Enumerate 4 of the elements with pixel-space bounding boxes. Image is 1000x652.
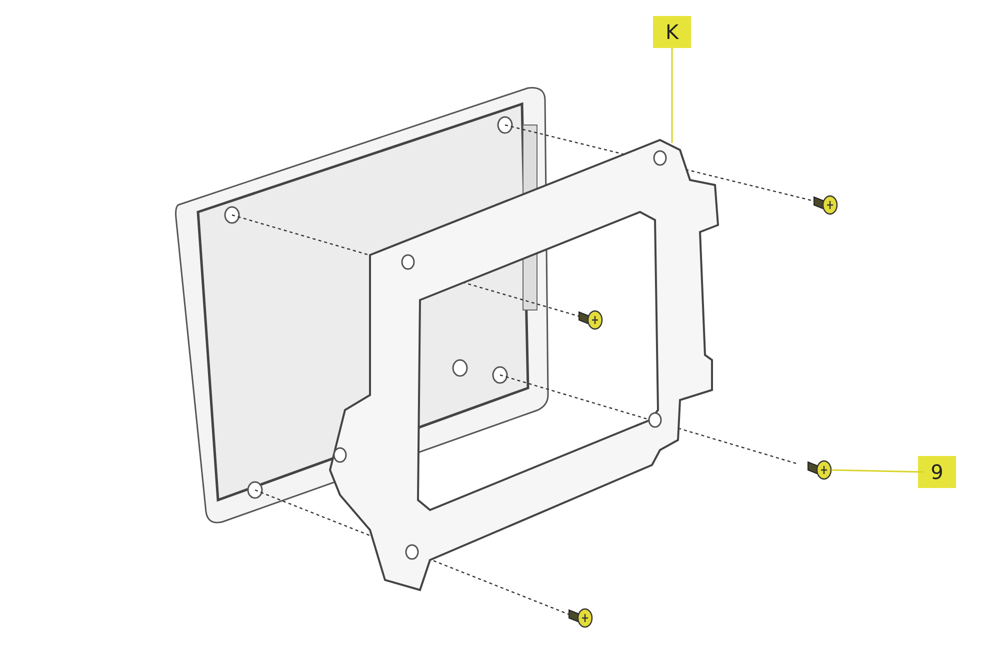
- leader-line: [671, 48, 673, 143]
- callout-label: K: [653, 16, 691, 48]
- callout-label: 9: [918, 456, 956, 488]
- screw-icon: [808, 458, 832, 482]
